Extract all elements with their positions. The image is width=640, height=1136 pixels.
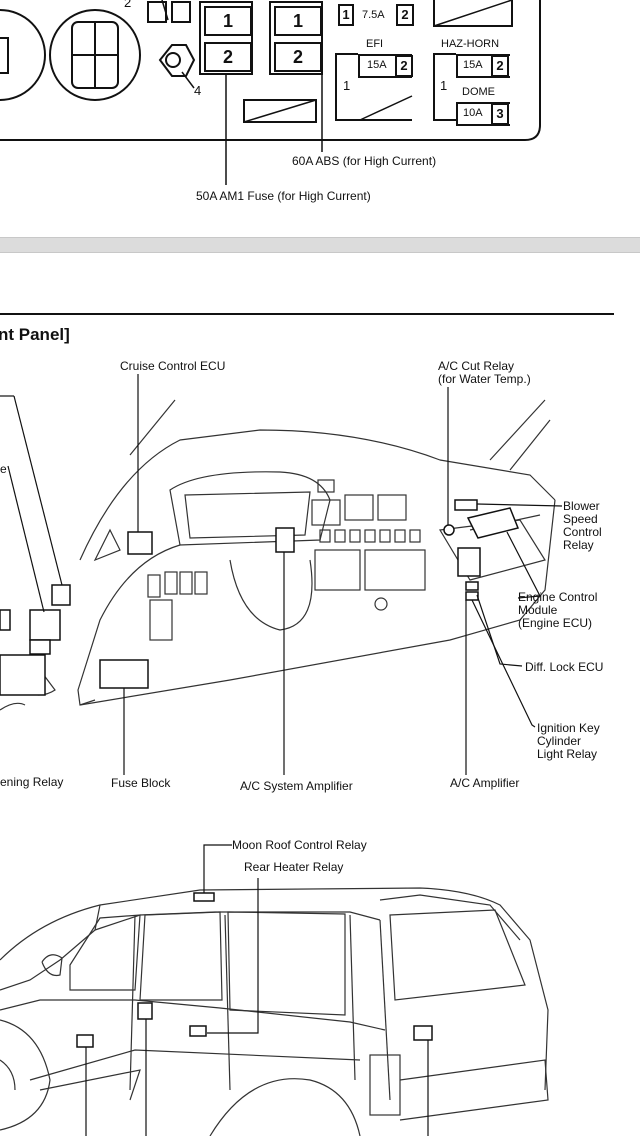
efi-pin-2: 2 (395, 55, 413, 77)
label-50a-am1: 50A AM1 Fuse (for High Current) (196, 189, 371, 203)
label-cruise-ecu: Cruise Control ECU (120, 359, 226, 373)
label-60a-abs: 60A ABS (for High Current) (292, 154, 437, 168)
haz-pin-1: 1 (440, 78, 448, 93)
dome-pin-3: 3 (491, 103, 509, 125)
efi-amp: 15A (367, 59, 387, 71)
dome-amp: 10A (463, 107, 483, 119)
fuse-amp: 7.5A (362, 9, 385, 21)
label-ac-system-amplifier: A/C System Amplifier (240, 779, 353, 793)
haz-amp: 15A (463, 59, 483, 71)
relay-slot-2a: 2 (204, 42, 252, 72)
fuse-pin-2: 2 (396, 4, 414, 26)
label-ac-cut-relay: A/C Cut Relay (for Water Temp.) (438, 359, 531, 386)
dome-label: DOME (462, 86, 495, 98)
instrument-panel-diagram (0, 374, 563, 775)
label-opening-relay: ening Relay (0, 775, 64, 789)
label-moon-roof-relay: Moon Roof Control Relay (232, 838, 367, 852)
label-left-partial: e (0, 462, 7, 476)
label-diff-lock: Diff. Lock ECU (525, 660, 604, 674)
fuse-pin-1: 1 (338, 4, 354, 26)
cruise-ecu-shape (127, 531, 153, 555)
label-ignition-relay: Ignition Key Cylinder Light Relay (537, 721, 600, 761)
label-ac-amplifier: A/C Amplifier (450, 776, 520, 790)
fuse-7-5a: 1 7.5A 2 (338, 4, 418, 26)
relay-slot-1a: 1 (204, 6, 252, 36)
page-separator (0, 237, 640, 253)
label-fuse-block: Fuse Block (111, 776, 171, 790)
efi-pin-1: 1 (343, 78, 351, 93)
haz-horn-label: HAZ-HORN (441, 38, 500, 50)
section-rule (0, 313, 614, 315)
fuse-box-diagram (0, 0, 541, 185)
label-blower-relay: Blower Speed Control Relay (563, 499, 602, 552)
relay-slot-2b: 2 (274, 42, 322, 72)
callout-4: 4 (194, 83, 202, 98)
relay-slot-1b: 1 (274, 6, 322, 36)
label-rear-heater-relay: Rear Heater Relay (244, 860, 344, 874)
efi-label: EFI (366, 38, 384, 50)
callout-2: 2 (124, 0, 132, 10)
haz-frame (456, 54, 510, 78)
dome-frame (456, 102, 510, 126)
efi-frame (358, 54, 412, 78)
label-engine-ecu: Engine Control Module (Engine ECU) (518, 590, 598, 630)
section-heading: nt Panel] (0, 325, 70, 344)
